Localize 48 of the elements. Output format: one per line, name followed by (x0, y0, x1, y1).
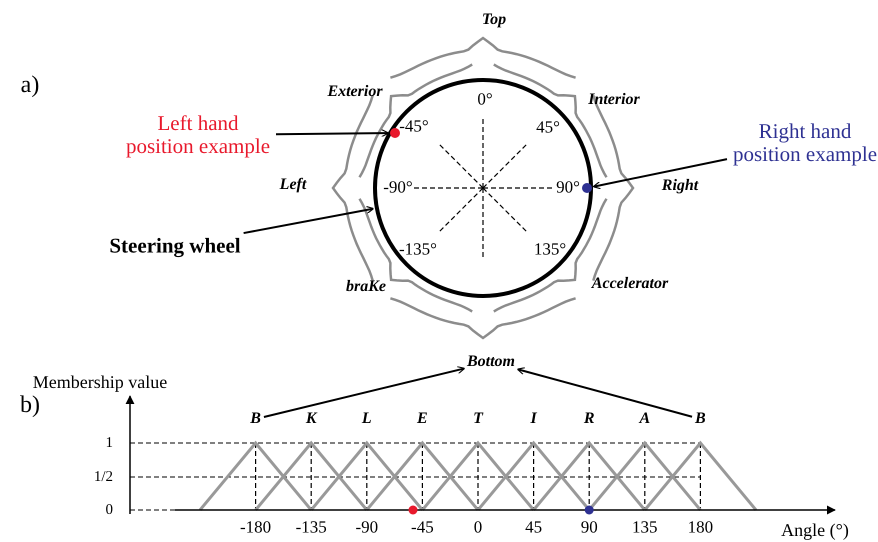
set-letter: A (639, 410, 650, 428)
angle-label: -45° (399, 118, 429, 136)
panel-label: b) (20, 392, 40, 418)
set-letter: L (362, 410, 372, 428)
set-letter: B (250, 410, 261, 428)
tick-label: 135 (632, 518, 658, 538)
angle-label: 90° (556, 178, 580, 198)
set-letter: B (695, 410, 706, 428)
angle-label: 0° (477, 90, 493, 110)
set-letter: K (306, 410, 317, 428)
region-label: Exterior (327, 83, 383, 101)
tick-label: -45 (411, 518, 434, 538)
arrow (276, 129, 390, 138)
tick-label: -90 (355, 518, 378, 538)
annotation-text: Right hand position example (730, 120, 878, 166)
tick-label: 0 (106, 502, 113, 518)
angle-label: -90° (383, 178, 413, 198)
tick-label: 180 (688, 518, 714, 538)
panel-label: a) (20, 72, 40, 98)
set-letter: E (417, 410, 428, 428)
angle-label: -135° (399, 240, 437, 260)
region-label: Bottom (467, 353, 515, 371)
set-letter: R (584, 410, 595, 428)
set-letter: T (473, 410, 483, 428)
region-label: Accelerator (592, 275, 668, 293)
annotation-text: Left hand position example (123, 112, 273, 158)
region-label: Interior (588, 91, 640, 109)
tick-label: -135 (296, 518, 327, 538)
arrow (264, 366, 466, 418)
tick-label: 90 (580, 518, 598, 538)
region-label: braKe (346, 278, 386, 296)
tick-label: 0 (474, 518, 482, 538)
set-letter: I (530, 410, 537, 428)
tick-label: 1 (106, 434, 113, 452)
arrow (516, 367, 692, 418)
arrow (243, 206, 374, 234)
tick-label: -180 (240, 518, 272, 538)
annotation-text: Steering wheel (109, 234, 241, 258)
region-label: Top (482, 11, 506, 29)
region-label: Left (280, 176, 306, 194)
angle-label: 45° (536, 118, 560, 138)
axis-title: Angle (°) (781, 521, 849, 541)
axis-title: Membership value (32, 373, 168, 393)
angle-label: 135° (534, 240, 566, 260)
tick-label: 45 (525, 518, 542, 538)
arrow (592, 158, 728, 190)
tick-label: 1/2 (94, 468, 113, 486)
region-label: Right (662, 177, 698, 195)
